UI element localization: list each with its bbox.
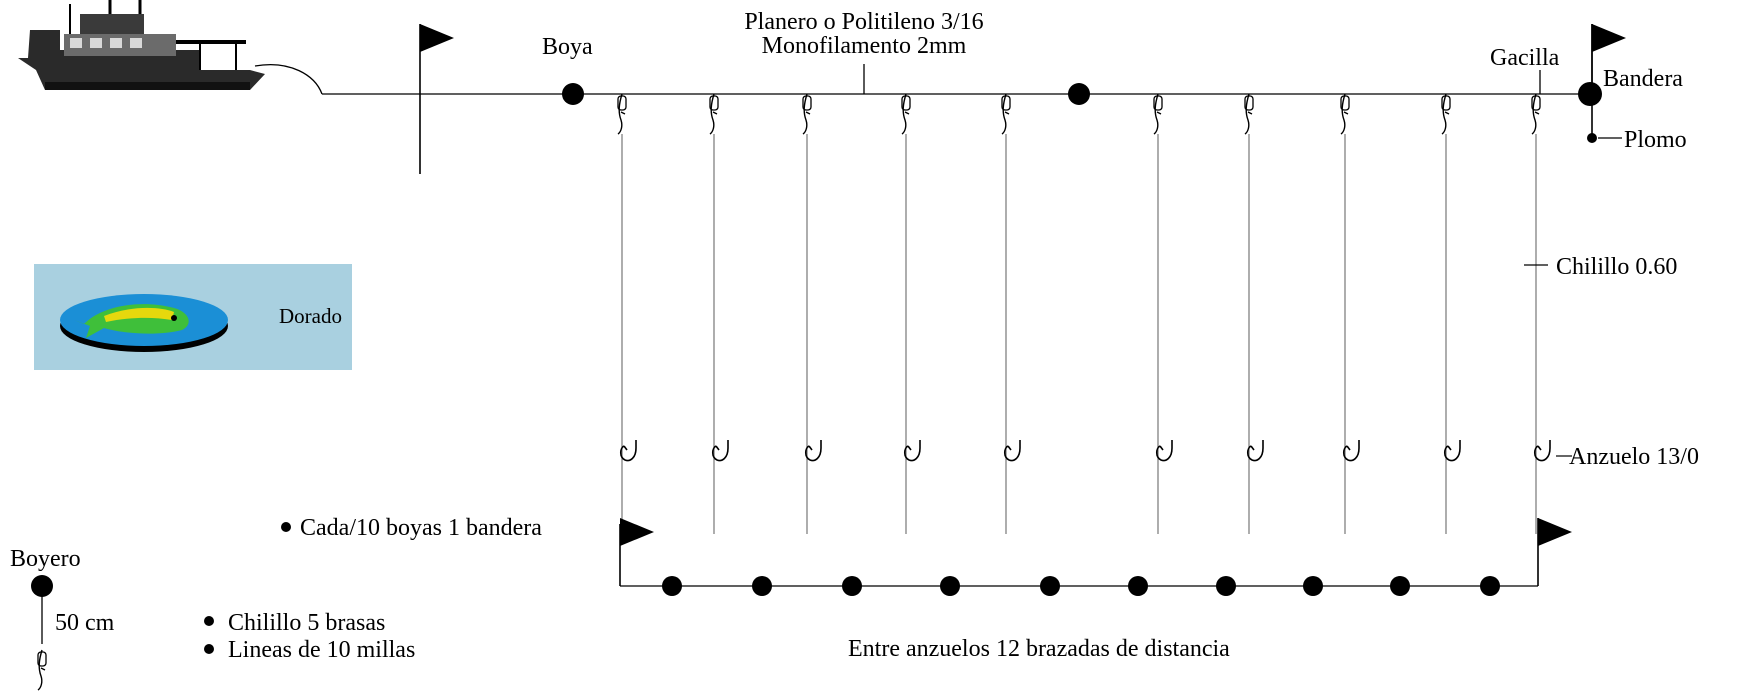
cada-label: Cada/10 boyas 1 bandera bbox=[300, 515, 542, 541]
gacilla-label: Gacilla bbox=[1490, 45, 1560, 71]
distance-label: 50 cm bbox=[55, 610, 115, 636]
boyero-icon bbox=[31, 575, 53, 691]
bandera-label: Bandera bbox=[1603, 66, 1683, 92]
flag-icon bbox=[1591, 24, 1626, 94]
lineas-label: Lineas de 10 millas bbox=[228, 637, 416, 663]
dorado-legend: Dorado bbox=[34, 264, 352, 370]
dorado-label: Dorado bbox=[279, 304, 342, 328]
boya-label: Boya bbox=[542, 34, 593, 60]
anzuelo-label: Anzuelo 13/0 bbox=[1569, 444, 1699, 470]
buoy-icon bbox=[1068, 83, 1090, 105]
boat-icon bbox=[18, 0, 323, 95]
diagram-title: Planero o Politileno 3/16 Monofilamento … bbox=[744, 10, 983, 58]
hook-icon bbox=[619, 439, 1551, 462]
flag-icon bbox=[419, 24, 454, 174]
chilillo-label: Chilillo 0.60 bbox=[1556, 254, 1678, 280]
buoy-icon bbox=[1578, 82, 1602, 106]
branch-lines bbox=[617, 93, 1541, 534]
boyero-label: Boyero bbox=[10, 546, 81, 572]
lead-weight-icon bbox=[1587, 133, 1597, 143]
plomo-label: Plomo bbox=[1624, 127, 1687, 153]
entre-label: Entre anzuelos 12 brazadas de distancia bbox=[848, 636, 1230, 662]
title-line-2: Monofilamento 2mm bbox=[761, 33, 967, 59]
dorado-fish-icon bbox=[60, 294, 228, 352]
chilillo-brasas-label: Chilillo 5 brasas bbox=[228, 610, 386, 636]
title-line-1: Planero o Politileno 3/16 bbox=[744, 9, 984, 35]
buoy-icon bbox=[562, 83, 584, 105]
lower-set-line bbox=[619, 518, 1572, 596]
